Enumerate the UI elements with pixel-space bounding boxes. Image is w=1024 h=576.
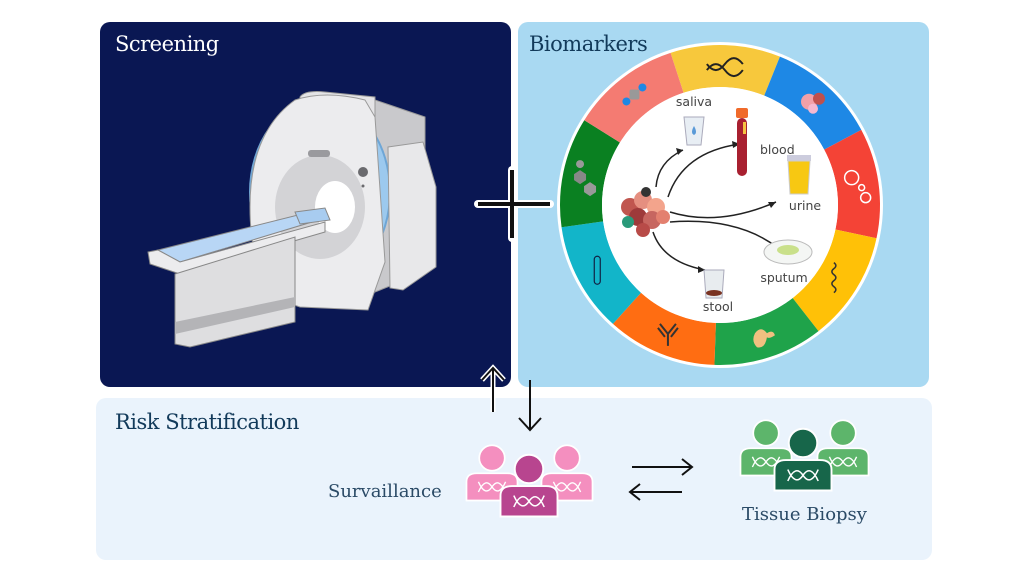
blood-sample-icon [736,108,748,176]
stool-sample-icon [703,269,725,299]
person-icon [773,427,833,492]
tumor-cells-icon [621,187,670,237]
cells-icon [801,92,826,114]
surveillance-group-icon [465,444,594,518]
screening-panel: Screening [100,22,511,387]
antibody-icon [657,323,679,346]
protein-icon [622,83,647,106]
blood-label: blood [760,142,795,157]
surveillance-label: Survaillance [328,481,442,502]
exchange-arrows-icon [628,458,694,501]
plus-icon [474,166,554,242]
biomarker-ring: saliva blood urine sputum stool [557,42,883,368]
sputum-label: sputum [760,270,807,285]
urine-label: urine [789,198,821,213]
ring-segment-oligo [561,221,642,324]
up-down-arrows-icon [480,364,542,432]
dna-icon [706,57,744,78]
rna-icon [831,262,837,294]
urine-sample-icon [787,155,811,195]
vesicles-icon [843,169,872,204]
person-icon [499,453,559,518]
stool-label: stool [703,299,733,314]
molecule-icon [574,160,597,197]
biomarkers-title: Biomarkers [529,32,648,56]
microbe-icon [753,329,775,348]
saliva-label: saliva [676,94,712,109]
oligo-icon [593,255,601,285]
tissue-biopsy-label: Tissue Biopsy [742,504,867,525]
screening-title: Screening [115,32,219,56]
ring-segment-microbe [714,297,819,365]
biomarkers-panel: Biomarkers [518,22,929,387]
tissue-biopsy-group-icon [739,419,870,492]
ring-segment-molecule [560,120,620,228]
sputum-sample-icon [763,239,813,265]
risk-title: Risk Stratification [115,410,299,434]
mri-scanner-icon [147,91,437,348]
saliva-sample-icon [683,116,705,146]
